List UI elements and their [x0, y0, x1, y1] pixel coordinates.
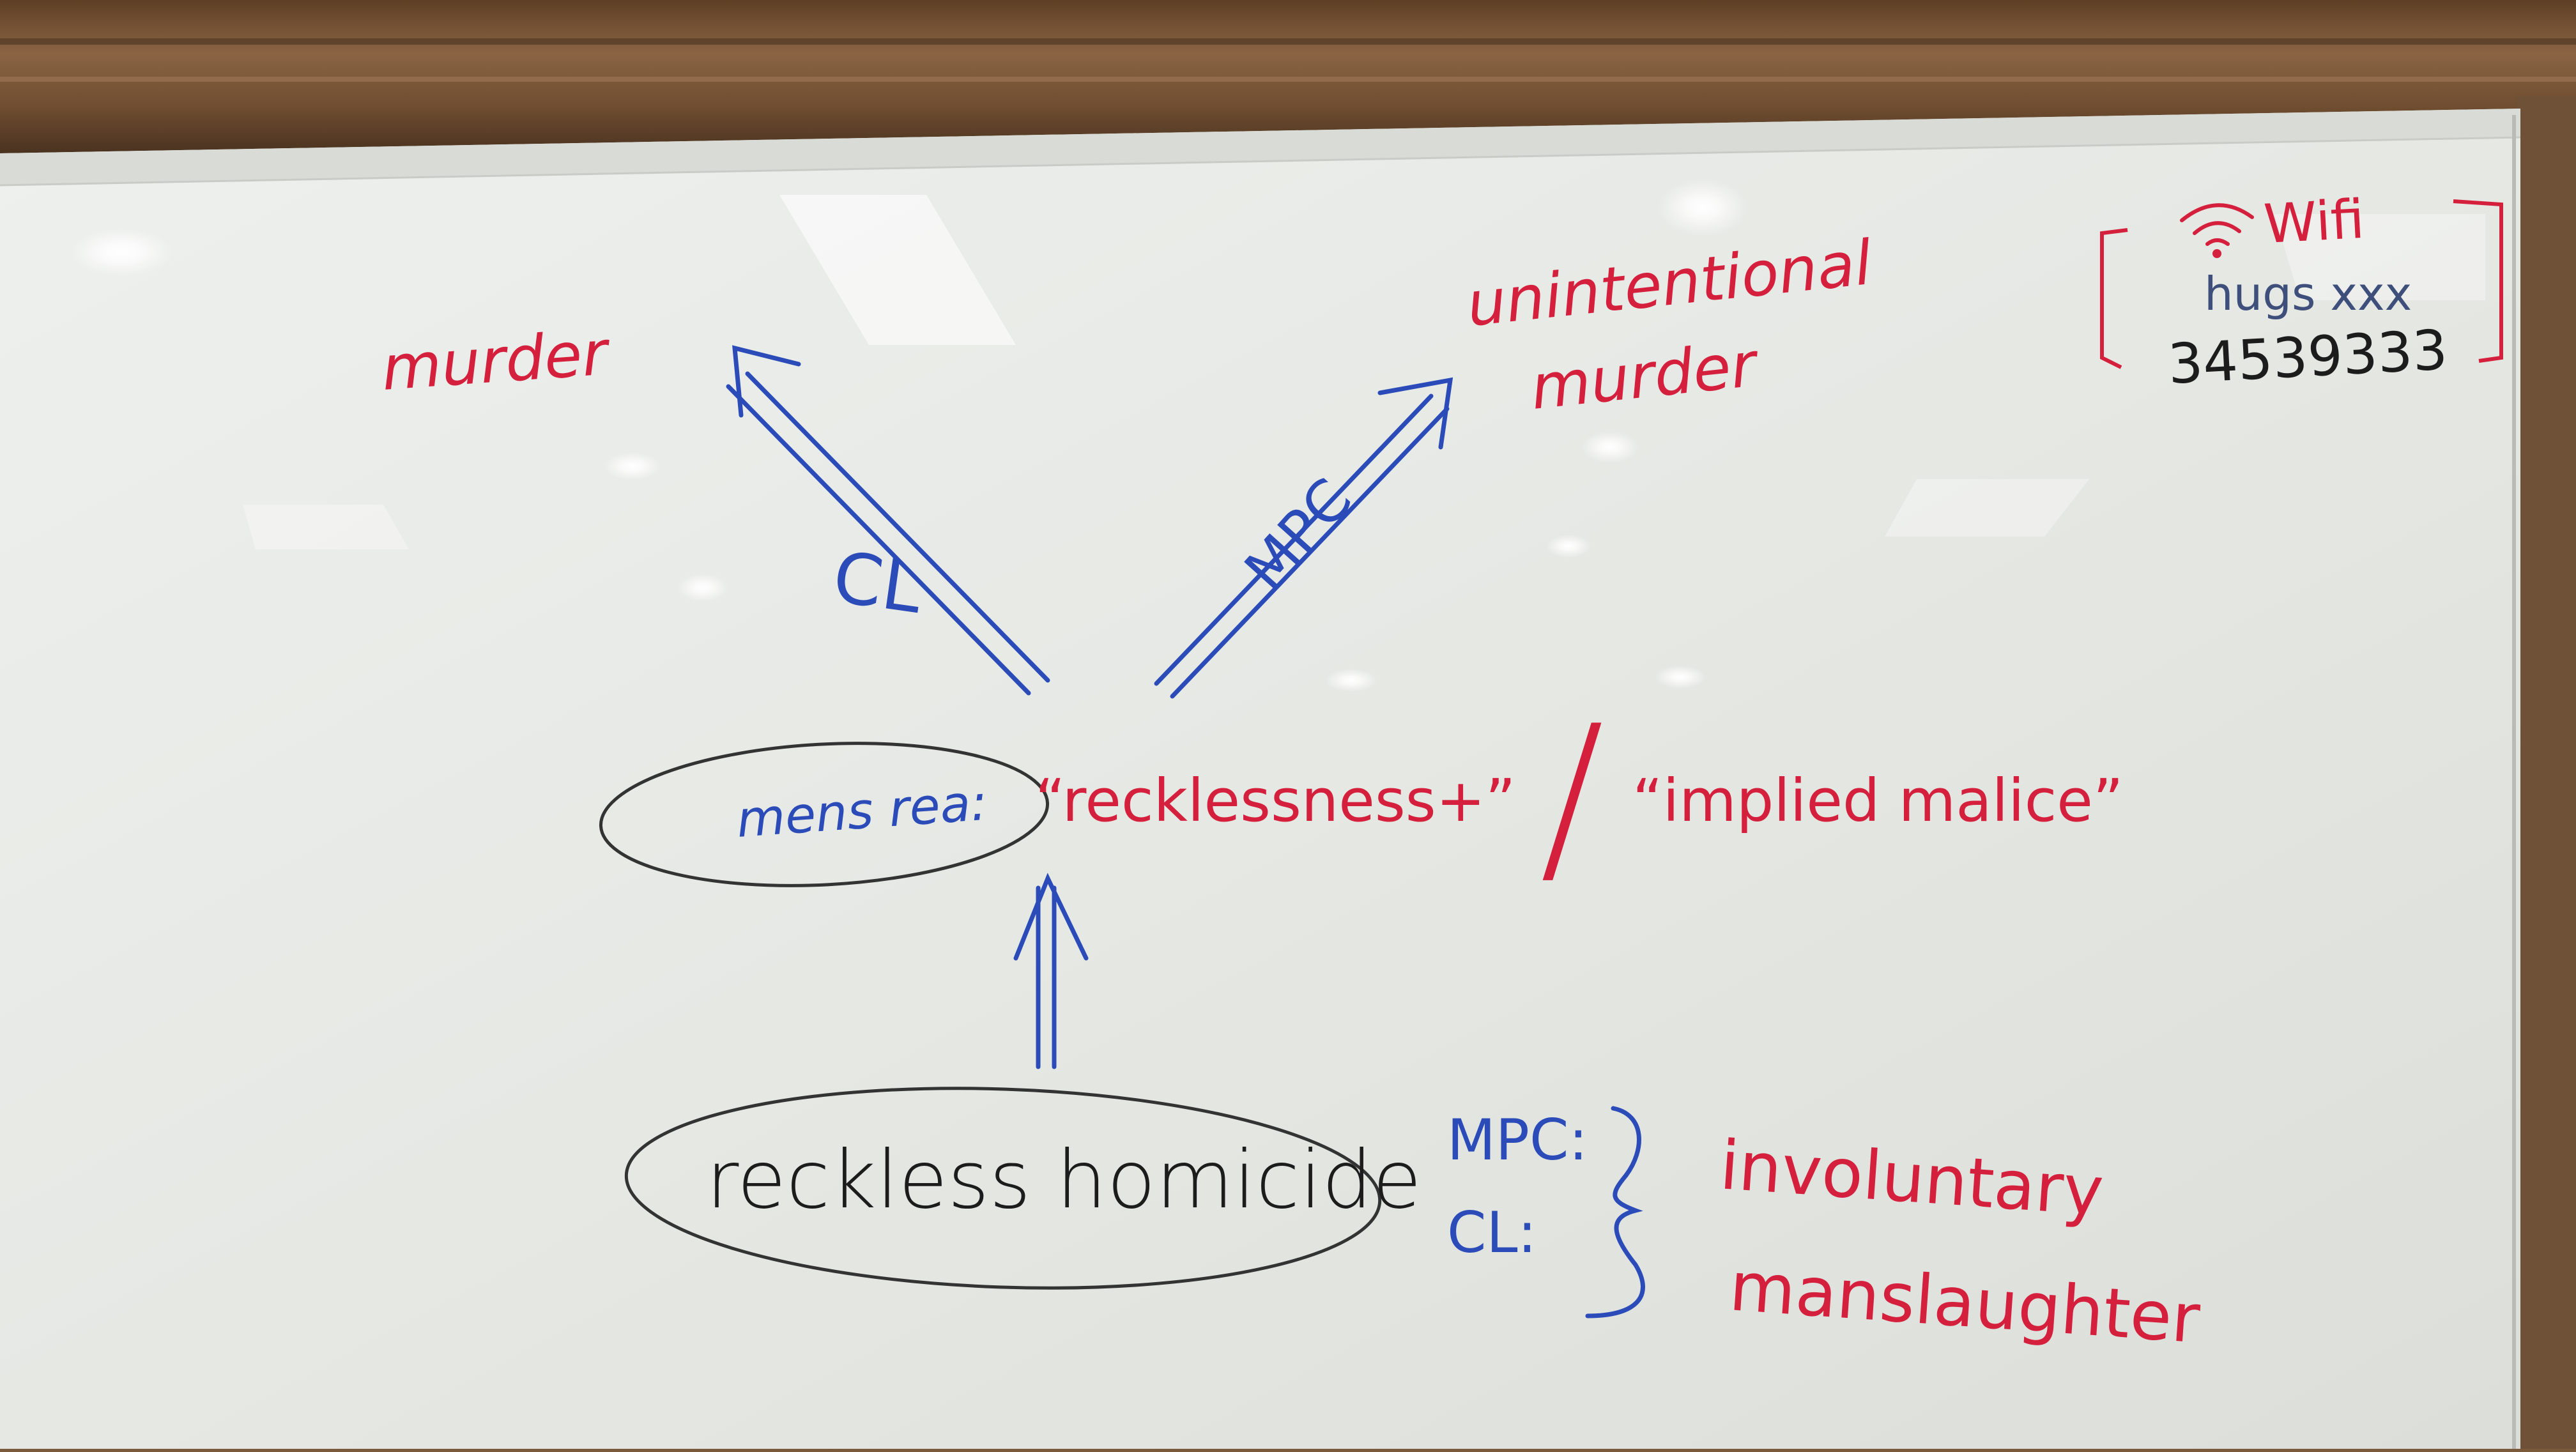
- light-reflections: [70, 179, 2485, 692]
- murder-label: murder: [379, 317, 613, 404]
- wifi-password: 34539333: [2166, 318, 2449, 397]
- wifi-box: Wifi hugs xxx 34539333: [2100, 188, 2503, 397]
- recklessness-plus-label: “recklessness+”: [1035, 767, 1515, 835]
- cl-bottom-label: CL:: [1447, 1200, 1537, 1265]
- implied-malice-label: “implied malice”: [1632, 767, 2124, 835]
- cl-double-arrow: [726, 345, 1050, 696]
- slash-separator: /: [1540, 685, 1604, 908]
- cl-arrow-label: CL: [828, 536, 927, 629]
- mpc-double-arrow: [1154, 377, 1453, 699]
- reckless-homicide-oval: [624, 1087, 1382, 1290]
- reckless-homicide-label: reckless homicide: [706, 1134, 1422, 1227]
- mens-rea-oval: [599, 742, 1050, 887]
- wifi-network: hugs xxx: [2204, 267, 2412, 321]
- curly-brace: [1585, 1106, 1645, 1318]
- up-double-arrow: [1013, 873, 1089, 1069]
- board-surface: [0, 109, 2521, 1449]
- wifi-icon: [2180, 203, 2254, 258]
- mpc-bottom-label: MPC:: [1447, 1107, 1588, 1173]
- wifi-title: Wifi: [2262, 188, 2366, 256]
